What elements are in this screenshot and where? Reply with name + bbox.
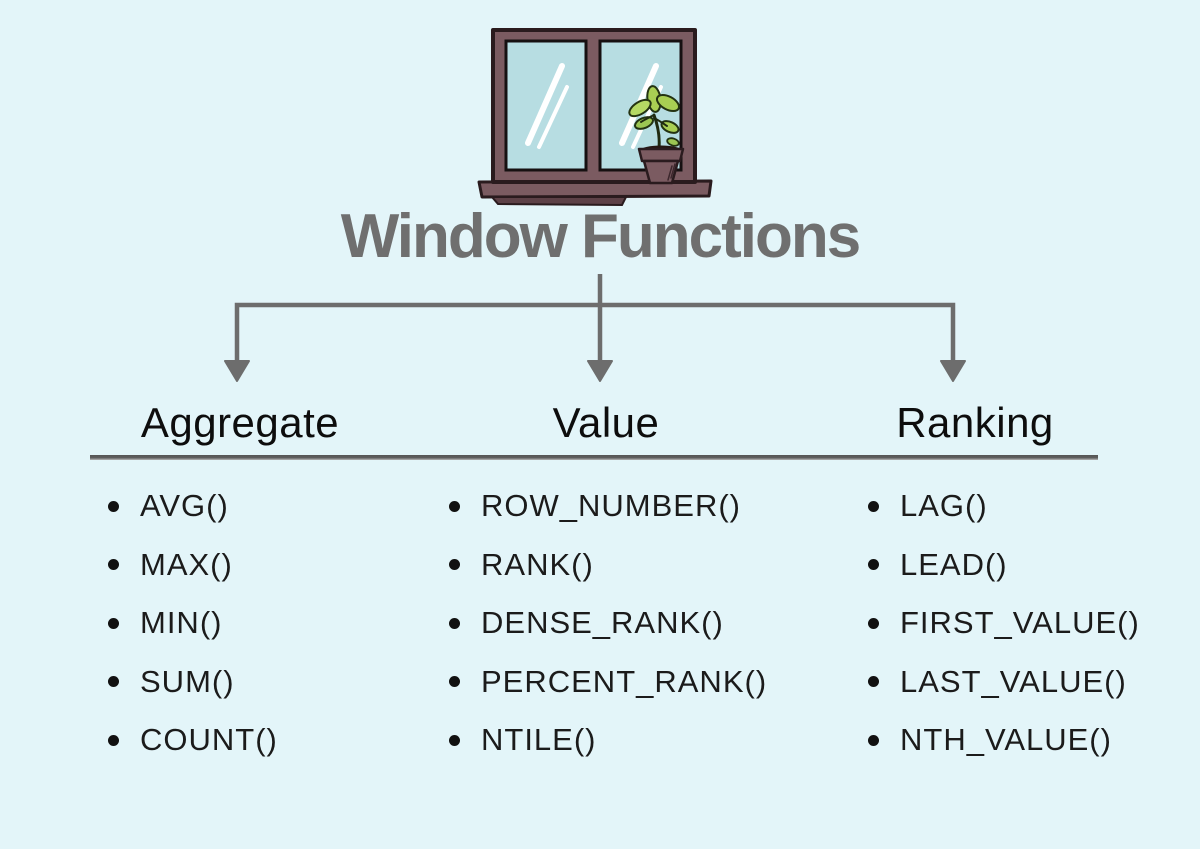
function-label: AVG() [140,488,229,524]
arrow-down-icon [224,360,250,382]
bullet-icon [449,617,460,629]
connector-lines [234,274,956,362]
function-item: MAX() [108,536,278,595]
window-illustration [476,26,716,212]
branch-list-aggregate: AVG() MAX() MIN() SUM() COUNT() [108,477,278,770]
bullet-icon [108,559,119,571]
function-item: ROW_NUMBER() [449,477,767,536]
branch-heading-value: Value [552,399,660,446]
glass-shine [525,63,565,146]
function-item: RANK() [449,536,767,595]
branch-list-ranking: LAG() LEAD() FIRST_VALUE() LAST_VALUE() … [868,477,1140,770]
bullet-icon [868,676,879,688]
function-item: NTH_VALUE() [868,711,1140,770]
function-item: NTILE() [449,711,767,770]
window-plant-icon [477,28,713,207]
plant-icon [628,85,681,150]
bullet-icon [108,500,119,512]
function-item: FIRST_VALUE() [868,594,1140,653]
function-item: COUNT() [108,711,278,770]
function-label: RANK() [481,546,594,582]
bullet-icon [449,734,460,746]
function-label: LAG() [900,488,988,524]
bullet-icon [449,559,460,571]
function-label: MIN() [140,605,223,641]
arrow-down-icon [587,360,613,382]
bullet-icon [868,500,879,512]
function-item: SUM() [108,653,278,712]
function-label: SUM() [140,663,235,699]
bullet-icon [868,617,879,629]
function-item: LEAD() [868,536,1140,595]
function-label: LAST_VALUE() [900,663,1127,699]
function-label: NTILE() [481,722,597,758]
function-item: DENSE_RANK() [449,594,767,653]
bullet-icon [108,734,119,746]
glass-shine [537,85,569,149]
branch-list-value: ROW_NUMBER() RANK() DENSE_RANK() PERCENT… [449,477,767,770]
function-label: MAX() [140,546,233,582]
function-item: MIN() [108,594,278,653]
function-label: LEAD() [900,546,1008,582]
arrow-down-icon [940,360,966,382]
bullet-icon [868,559,879,571]
function-label: NTH_VALUE() [900,722,1112,758]
window-sill-lip [489,196,628,207]
function-item: LAST_VALUE() [868,653,1140,712]
branch-heading-aggregate: Aggregate [140,399,340,446]
bullet-icon [449,676,460,688]
bullet-icon [108,676,119,688]
function-label: PERCENT_RANK() [481,663,768,699]
plant-pot-icon [637,145,685,185]
function-item: AVG() [108,477,278,536]
function-label: COUNT() [140,722,278,758]
function-item: PERCENT_RANK() [449,653,767,712]
bullet-icon [108,617,119,629]
function-label: FIRST_VALUE() [900,605,1140,641]
branch-heading-ranking: Ranking [896,399,1054,446]
page-title: Window Functions [340,202,861,271]
bullet-icon [868,734,879,746]
heading-divider-line [90,455,1098,460]
function-label: DENSE_RANK() [481,605,724,641]
function-item: LAG() [868,477,1140,536]
bullet-icon [449,500,460,512]
function-label: ROW_NUMBER() [481,488,741,524]
